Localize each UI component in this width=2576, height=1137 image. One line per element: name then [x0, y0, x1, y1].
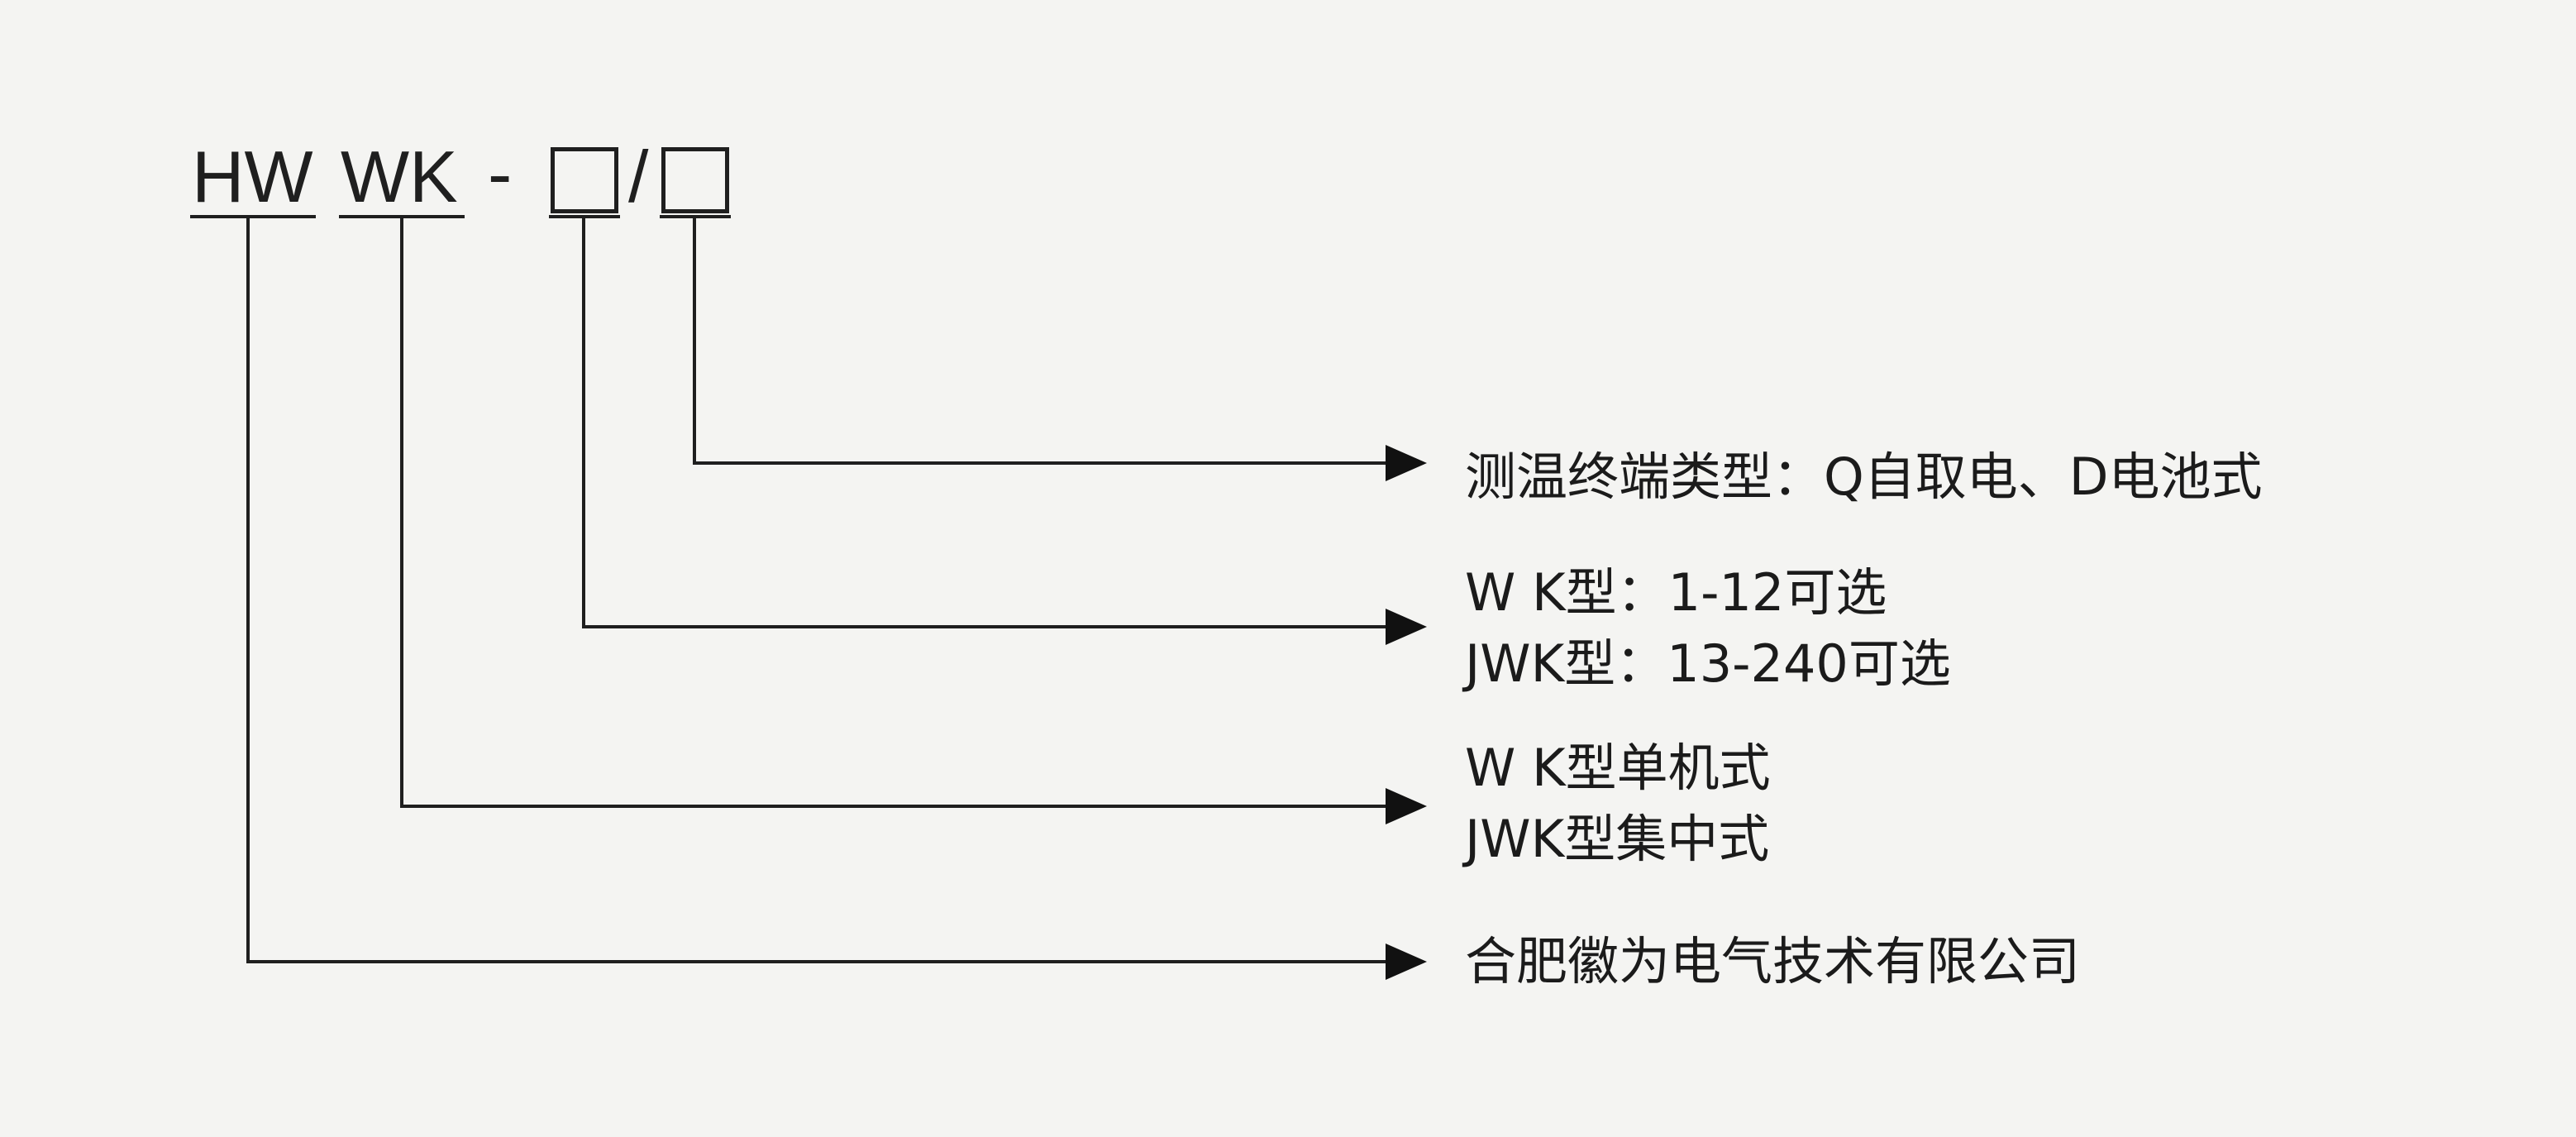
code-dash: -	[488, 132, 513, 214]
code-placeholder-box-2	[661, 147, 729, 213]
connector-manufacturer	[246, 215, 1399, 963]
connector-mode	[400, 215, 1399, 808]
label-channel-count: W K型：1-12可选 JWK型：13-240可选	[1465, 557, 1951, 700]
code-part-hw: HW	[192, 136, 313, 217]
label-mode: W K型单机式 JWK型集中式	[1465, 733, 1771, 875]
arrowhead-mode	[1386, 788, 1427, 824]
code-placeholder-box-1	[551, 147, 618, 213]
code-part-wk: WK	[341, 136, 458, 217]
connector-terminal-type	[693, 215, 1399, 465]
arrowhead-channel-count	[1386, 609, 1427, 645]
company-text: 合肥徽为电气技术有限公司	[1465, 931, 2081, 991]
label-terminal-type: 测温终端类型：Q自取电、D电池式	[1465, 442, 2263, 513]
arrowhead-terminal-type	[1386, 445, 1427, 481]
code-slash: /	[628, 136, 649, 217]
wk-range-text: W K型：1-12可选	[1465, 562, 1887, 623]
jwk-mode-text: JWK型集中式	[1465, 809, 1770, 869]
jwk-range-text: JWK型：13-240可选	[1465, 633, 1951, 694]
terminal-type-text: 测温终端类型：Q自取电、D电池式	[1465, 447, 2263, 507]
wk-mode-text: W K型单机式	[1465, 738, 1771, 798]
label-manufacturer: 合肥徽为电气技术有限公司	[1465, 926, 2080, 997]
connector-channel-count	[582, 215, 1399, 628]
arrowhead-manufacturer	[1386, 944, 1427, 980]
